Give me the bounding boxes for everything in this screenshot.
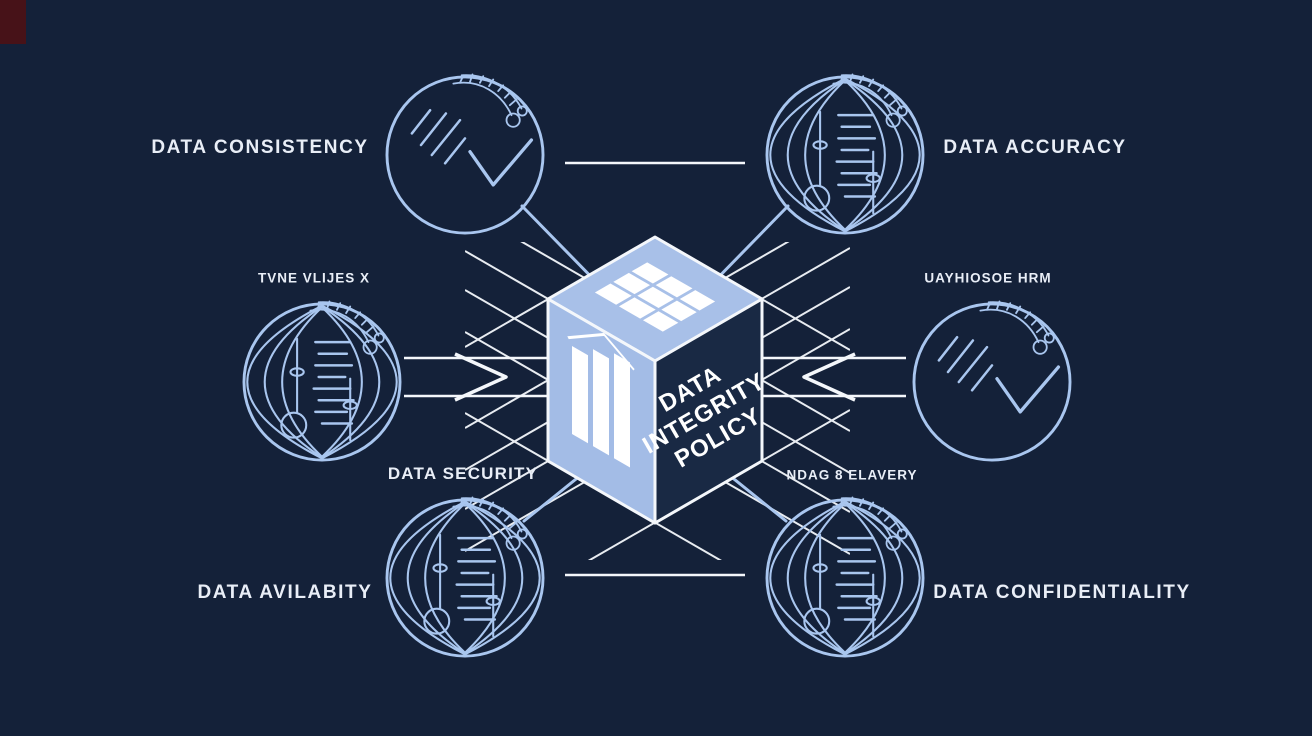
cube: DATA INTEGRITY POLICY (546, 235, 770, 525)
label-bottom-right-node: NDAG 8 ELAVERY (786, 467, 918, 483)
connector-left-band (404, 352, 548, 402)
wireframe-globe-icon-bottom-left (387, 497, 543, 656)
label-data-availability: DATA AVILABITY (197, 582, 373, 603)
label-data-consistency: DATA CONSISTENCY (151, 137, 369, 158)
corner-artifact (0, 0, 26, 44)
label-right-node: UAYHIOSOE HRM (924, 270, 1052, 286)
check-sphere-icon-middle-right (914, 301, 1070, 460)
wireframe-globe-icon-bottom-right (767, 497, 923, 656)
label-left-node: TVNE VLIJES X (257, 270, 371, 286)
table-icon (594, 262, 716, 332)
left-chevron-icon (802, 352, 856, 402)
wireframe-globe-icon-middle-left (244, 301, 400, 460)
check-sphere-icon-top-left (387, 74, 543, 233)
cube-right-face (653, 297, 764, 525)
connector-right-band (762, 352, 906, 402)
right-chevron-icon (454, 352, 508, 402)
bar-chart-icon (567, 333, 635, 468)
label-data-security: DATA SECURITY (387, 464, 539, 483)
label-data-confidentiality: DATA CONFIDENTIALITY (933, 582, 1191, 603)
label-data-accuracy: DATA ACCURACY (943, 137, 1127, 158)
wireframe-globe-icon-top-right (767, 74, 923, 233)
